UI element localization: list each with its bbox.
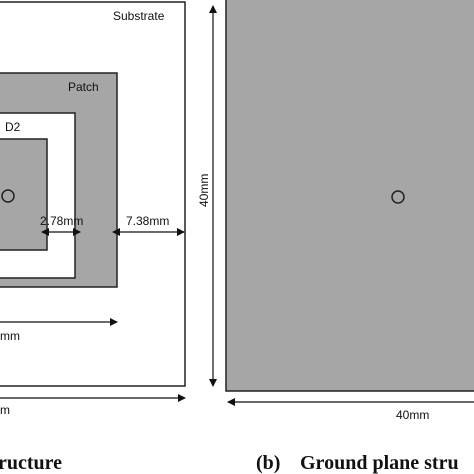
outer-gap-dimension-label: 7.38mm	[126, 214, 169, 228]
d2-label: D2	[5, 120, 21, 134]
ground-plane-diagram: 40mm 40mm (b) Ground plane stru	[197, 0, 474, 474]
inner-gap-dimension-label: 2.78mm	[40, 214, 83, 228]
right-caption-prefix: (b)	[256, 452, 280, 474]
right-caption-text: Ground plane stru	[300, 452, 459, 474]
feed-point-right	[391, 190, 405, 204]
width-dimension-label: 40mm	[396, 408, 429, 422]
substrate-width-dimension-label: m	[0, 403, 10, 417]
patch-structure-diagram: Substrate Patch D2 2.78mm 7.38mm mm m ru…	[0, 1, 186, 474]
substrate-label: Substrate	[113, 9, 165, 23]
height-dimension-label: 40mm	[197, 174, 211, 207]
feed-point-left	[1, 189, 15, 203]
left-caption: ructure	[0, 452, 62, 474]
patch-inner-square	[0, 138, 48, 251]
ground-plane-rect	[225, 0, 474, 392]
patch-width-dimension-label: mm	[0, 329, 20, 343]
patch-label: Patch	[68, 80, 99, 94]
